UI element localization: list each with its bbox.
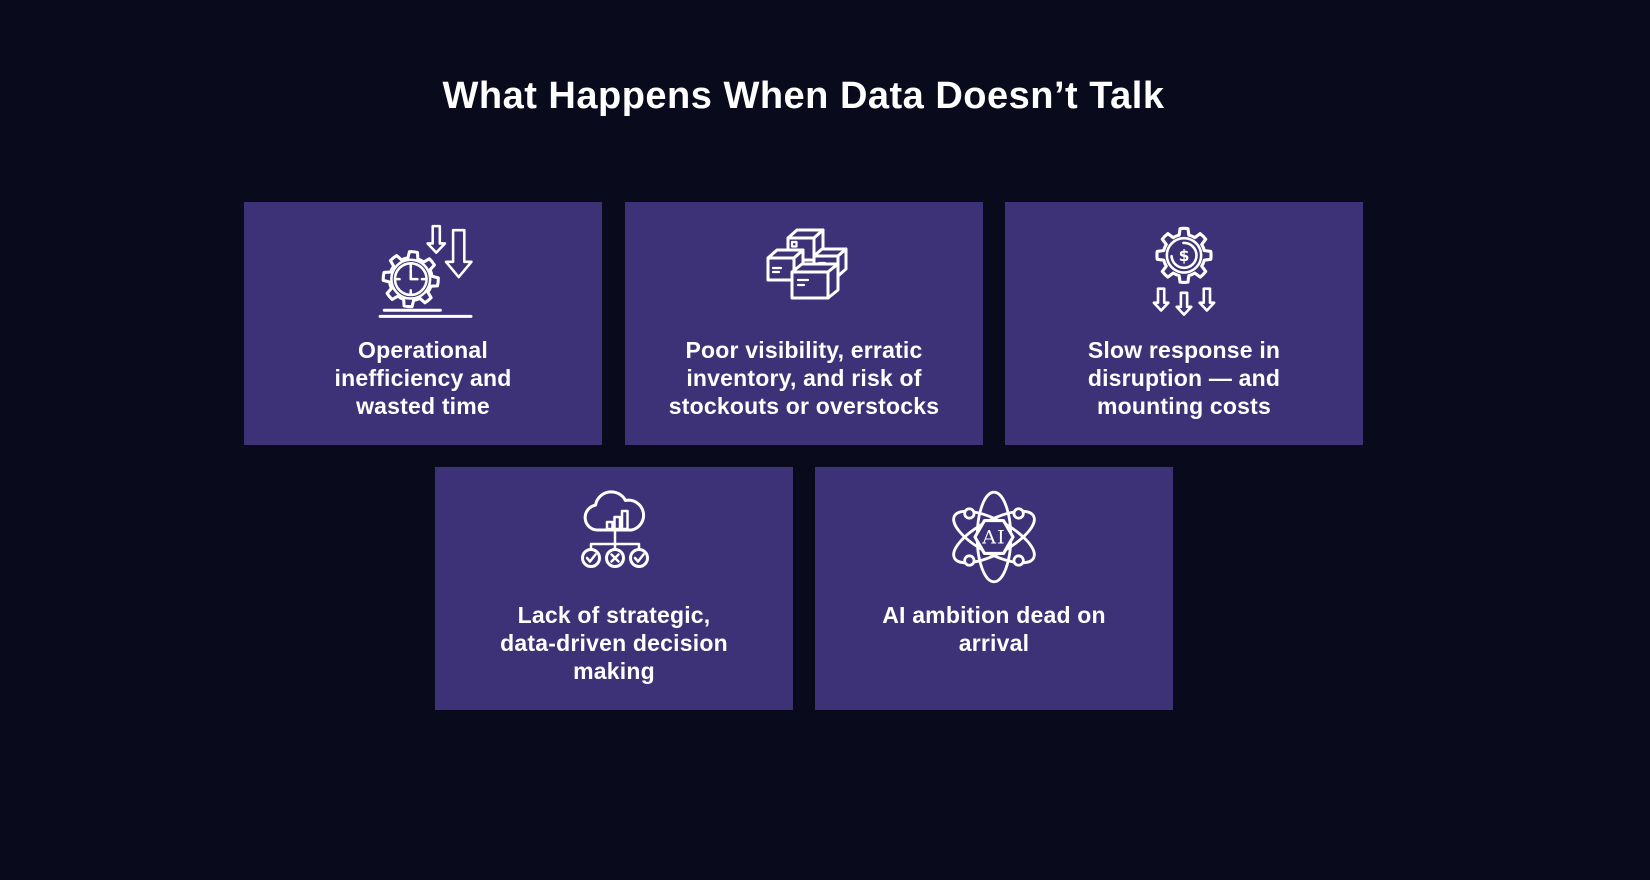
card-label: AI ambition dead on arrival <box>882 602 1106 656</box>
gear-dollar-falling-arrows-icon: $ <box>1152 226 1216 316</box>
card-poor-visibility: Poor visibility, erratic inventory, and … <box>625 202 983 445</box>
card-operational-inefficiency: Operational inefficiency and wasted time <box>244 202 602 445</box>
inventory-boxes-icon <box>766 228 848 300</box>
cloud-analytics-decision-icon <box>581 490 649 568</box>
dollar-glyph: $ <box>1179 247 1190 265</box>
card-label: Poor visibility, erratic inventory, and … <box>668 337 940 419</box>
page-title: What Happens When Data Doesn’t Talk <box>442 75 1165 117</box>
card-slow-response: $ Slow response in disruption — and moun… <box>1005 202 1363 445</box>
card-label: Operational inefficiency and wasted time <box>334 337 512 419</box>
gear-clock-falling-arrows-icon <box>378 224 473 318</box>
card-label: Lack of strategic, data-driven decision … <box>500 602 728 684</box>
ai-glyph: AI <box>981 527 1006 549</box>
card-lack-of-strategy: Lack of strategic, data-driven decision … <box>435 467 793 710</box>
card-label: Slow response in disruption — and mounti… <box>1087 337 1281 419</box>
ai-atom-icon: AI <box>952 490 1036 584</box>
card-ai-ambition: AI AI ambition dead on arrival <box>815 467 1173 710</box>
